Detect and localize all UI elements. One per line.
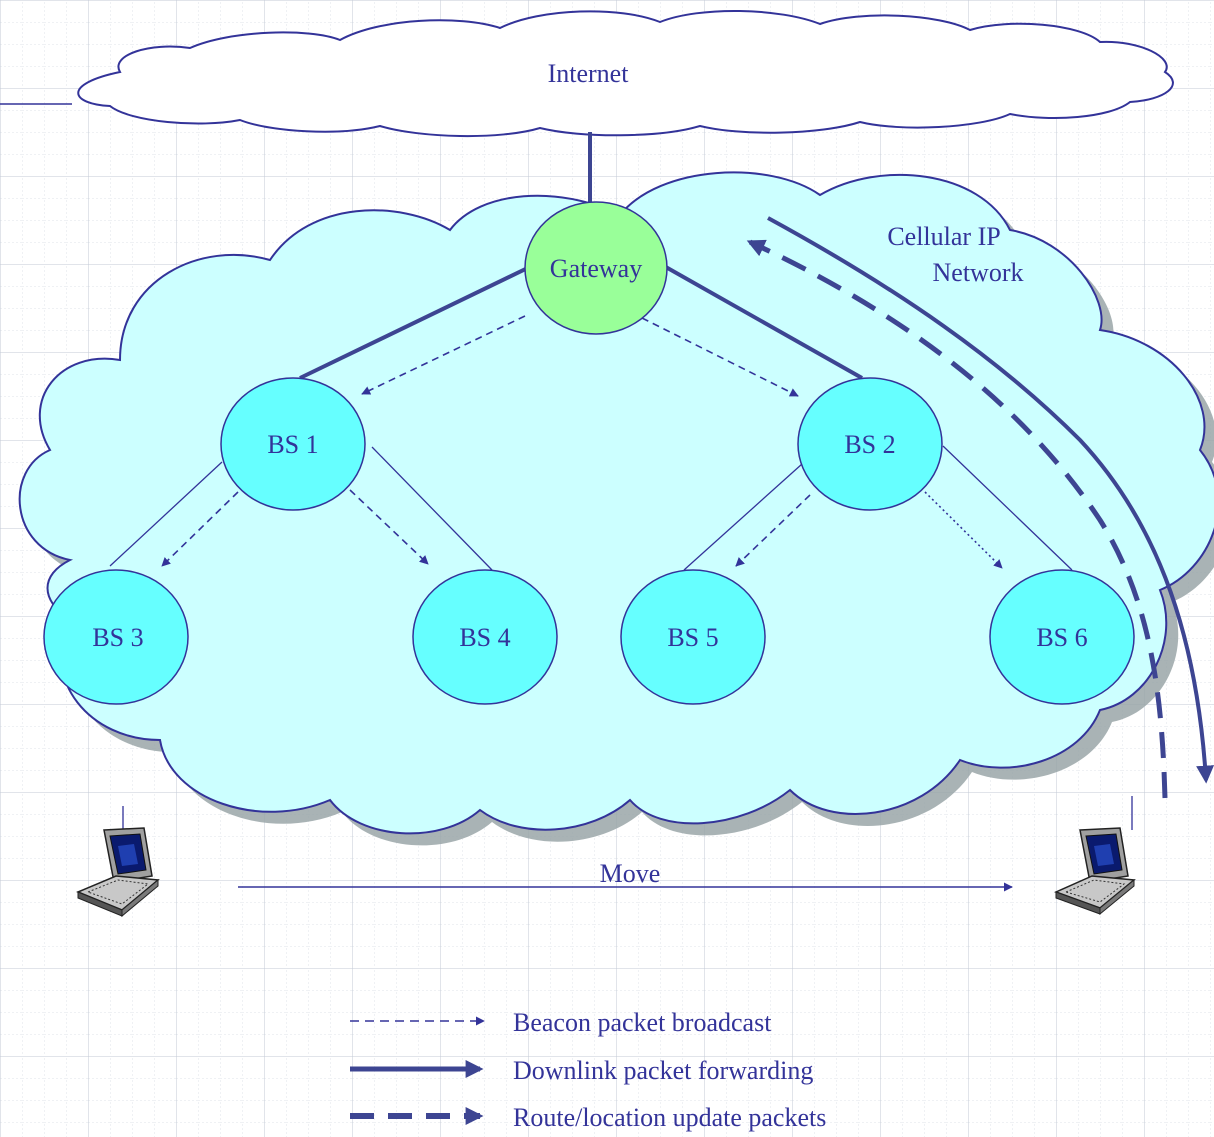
- beacon-arrow-bs1-bs4: [349, 489, 429, 565]
- node-gateway: Gateway: [524, 201, 668, 335]
- legend: Beacon packet broadcast Downlink packet …: [350, 1008, 826, 1132]
- bs2-label: BS 2: [844, 430, 895, 459]
- node-bs6: BS 6: [989, 569, 1135, 705]
- node-bs1: BS 1: [220, 377, 366, 511]
- link-gateway-bs1: [299, 260, 541, 380]
- internet-cloud: [0, 9, 1174, 138]
- laptop-icon-left: [76, 806, 160, 918]
- beacon-arrow-gw-bs2: [641, 317, 799, 397]
- link-bs2-bs6: [942, 445, 1073, 571]
- beacon-arrow-bs1-bs3: [161, 491, 239, 567]
- route-update-path-arrow: [746, 239, 1168, 799]
- link-gateway-bs2: [663, 264, 863, 380]
- beacon-arrow-bs2-bs6: [924, 491, 1003, 569]
- node-bs2: BS 2: [797, 377, 943, 511]
- bs6-label: BS 6: [1036, 623, 1087, 652]
- node-bs3: BS 3: [43, 569, 189, 705]
- bs5-label: BS 5: [667, 623, 718, 652]
- bs1-label: BS 1: [267, 430, 318, 459]
- move-label: Move: [600, 859, 661, 888]
- link-bs1-bs4: [371, 446, 493, 571]
- node-bs5: BS 5: [620, 569, 766, 705]
- bs4-label: BS 4: [459, 623, 510, 652]
- legend-downlink-label: Downlink packet forwarding: [513, 1056, 813, 1085]
- network-cloud: [18, 171, 1214, 835]
- node-bs4: BS 4: [412, 569, 558, 705]
- downlink-path-arrow: [767, 216, 1214, 784]
- beacon-arrow-bs2-bs5: [735, 494, 811, 567]
- network-label-line2: Network: [933, 258, 1024, 287]
- link-bs1-bs3: [109, 461, 223, 567]
- internet-label: Internet: [548, 59, 630, 88]
- laptop-icon-right: [1053, 796, 1136, 916]
- beacon-arrow-gw-bs1: [361, 315, 526, 395]
- link-bs2-bs5: [683, 463, 803, 571]
- bs3-label: BS 3: [92, 623, 143, 652]
- gateway-label: Gateway: [550, 254, 642, 283]
- legend-beacon-label: Beacon packet broadcast: [513, 1008, 772, 1037]
- legend-route-update-label: Route/location update packets: [513, 1103, 826, 1132]
- network-label-line1: Cellular IP: [887, 222, 1000, 251]
